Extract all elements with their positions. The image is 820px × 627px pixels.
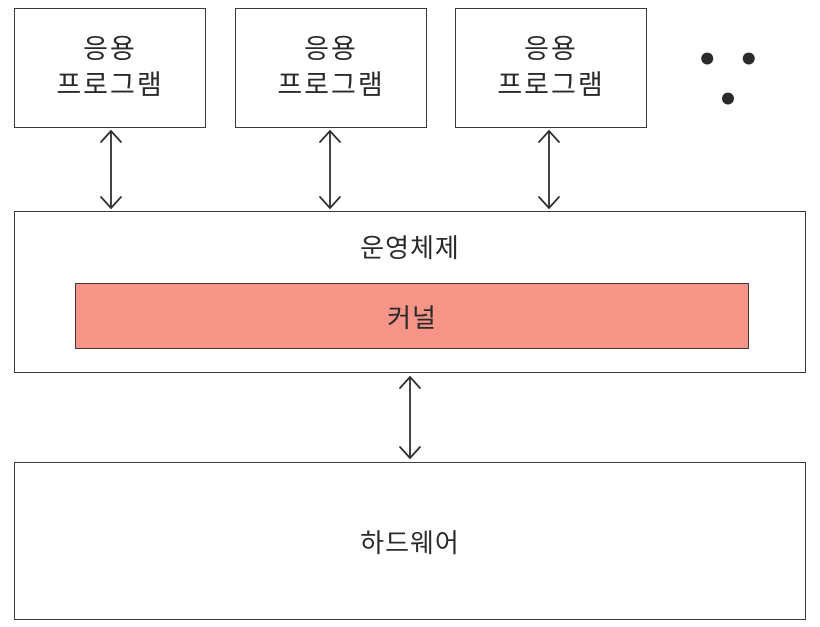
app-label-line2: 프로그램 <box>277 70 385 101</box>
bidirectional-arrow-icon <box>538 130 560 209</box>
application-program-box-3: 응용 프로그램 <box>455 8 647 128</box>
hardware-box: 하드웨어 <box>14 462 806 620</box>
operating-system-box: 운영체제 커널 <box>14 211 806 373</box>
app-label-line1: 응용 <box>304 34 358 65</box>
bidirectional-arrow-icon <box>100 130 122 209</box>
bidirectional-arrow-icon <box>319 130 341 209</box>
hardware-label: 하드웨어 <box>360 528 460 559</box>
os-label: 운영체제 <box>360 234 460 264</box>
application-program-box-2: 응용 프로그램 <box>235 8 427 128</box>
kernel-box: 커널 <box>75 283 749 349</box>
app-label-line2: 프로그램 <box>497 70 605 101</box>
bidirectional-arrow-icon <box>399 376 421 459</box>
app-label-line1: 응용 <box>83 34 137 65</box>
kernel-label: 커널 <box>387 303 437 334</box>
app-label-line1: 응용 <box>524 34 578 65</box>
more-apps-ellipsis: • • • <box>696 40 764 120</box>
app-label-line2: 프로그램 <box>56 70 164 101</box>
application-program-box-1: 응용 프로그램 <box>14 8 206 128</box>
